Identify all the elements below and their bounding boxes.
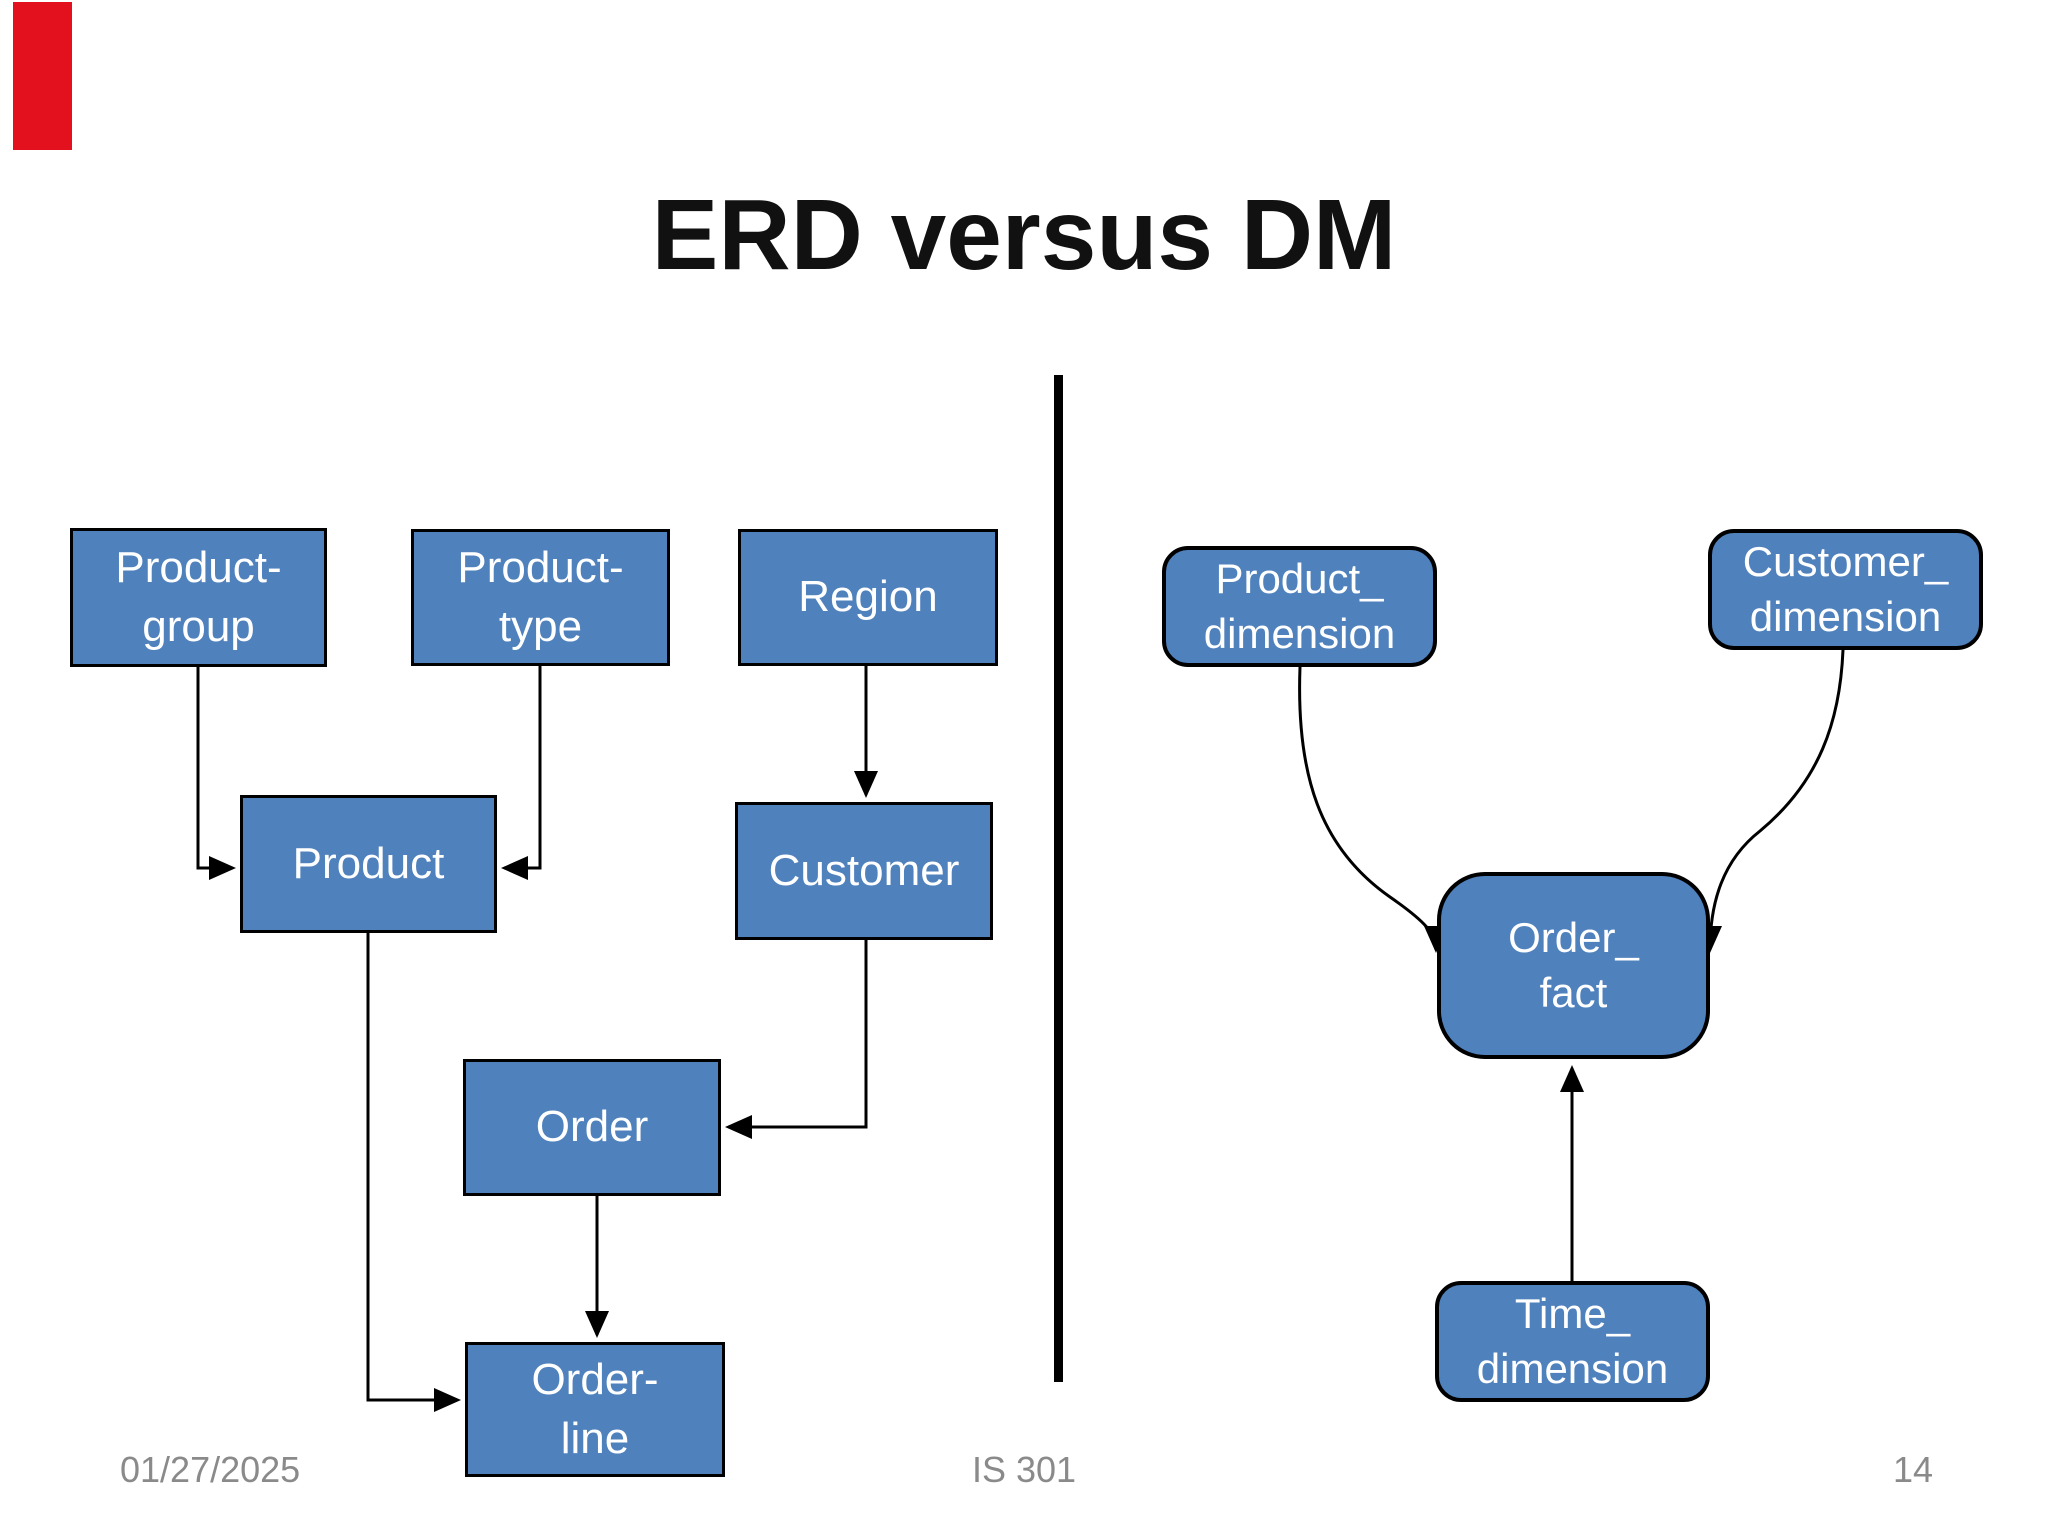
connector-customer-dimension-to-order-fact — [1698, 649, 1845, 953]
erd-node-product-group: Product- group — [70, 528, 327, 667]
erd-node-customer: Customer — [735, 802, 993, 940]
connector-product-to-order-line — [366, 933, 461, 1412]
dm-node-order-fact: Order_ fact — [1437, 872, 1710, 1059]
connector-customer-to-order — [725, 940, 868, 1139]
slide-title: ERD versus DM — [651, 179, 1397, 291]
red-accent-bar — [13, 2, 72, 150]
connector-product-group-to-product — [196, 667, 236, 880]
dm-node-time-dimension: Time_ dimension — [1435, 1281, 1710, 1402]
footer-slide-number: 14 — [1893, 1449, 1934, 1490]
erd-node-order: Order — [463, 1059, 721, 1196]
connector-product-dimension-to-order-fact — [1298, 666, 1448, 953]
erd-node-order-line: Order- line — [465, 1342, 725, 1477]
footer-date: 01/27/2025 — [120, 1449, 301, 1490]
erd-node-region: Region — [738, 529, 998, 666]
footer-course-code: IS 301 — [971, 1449, 1077, 1490]
erd-node-product-type: Product- type — [411, 529, 670, 666]
connector-product-type-to-product — [501, 666, 542, 880]
dm-node-customer-dimension: Customer_ dimension — [1708, 529, 1983, 650]
erd-node-product: Product — [240, 795, 497, 933]
vertical-divider — [1054, 375, 1063, 1382]
dm-node-product-dimension: Product_ dimension — [1162, 546, 1437, 667]
